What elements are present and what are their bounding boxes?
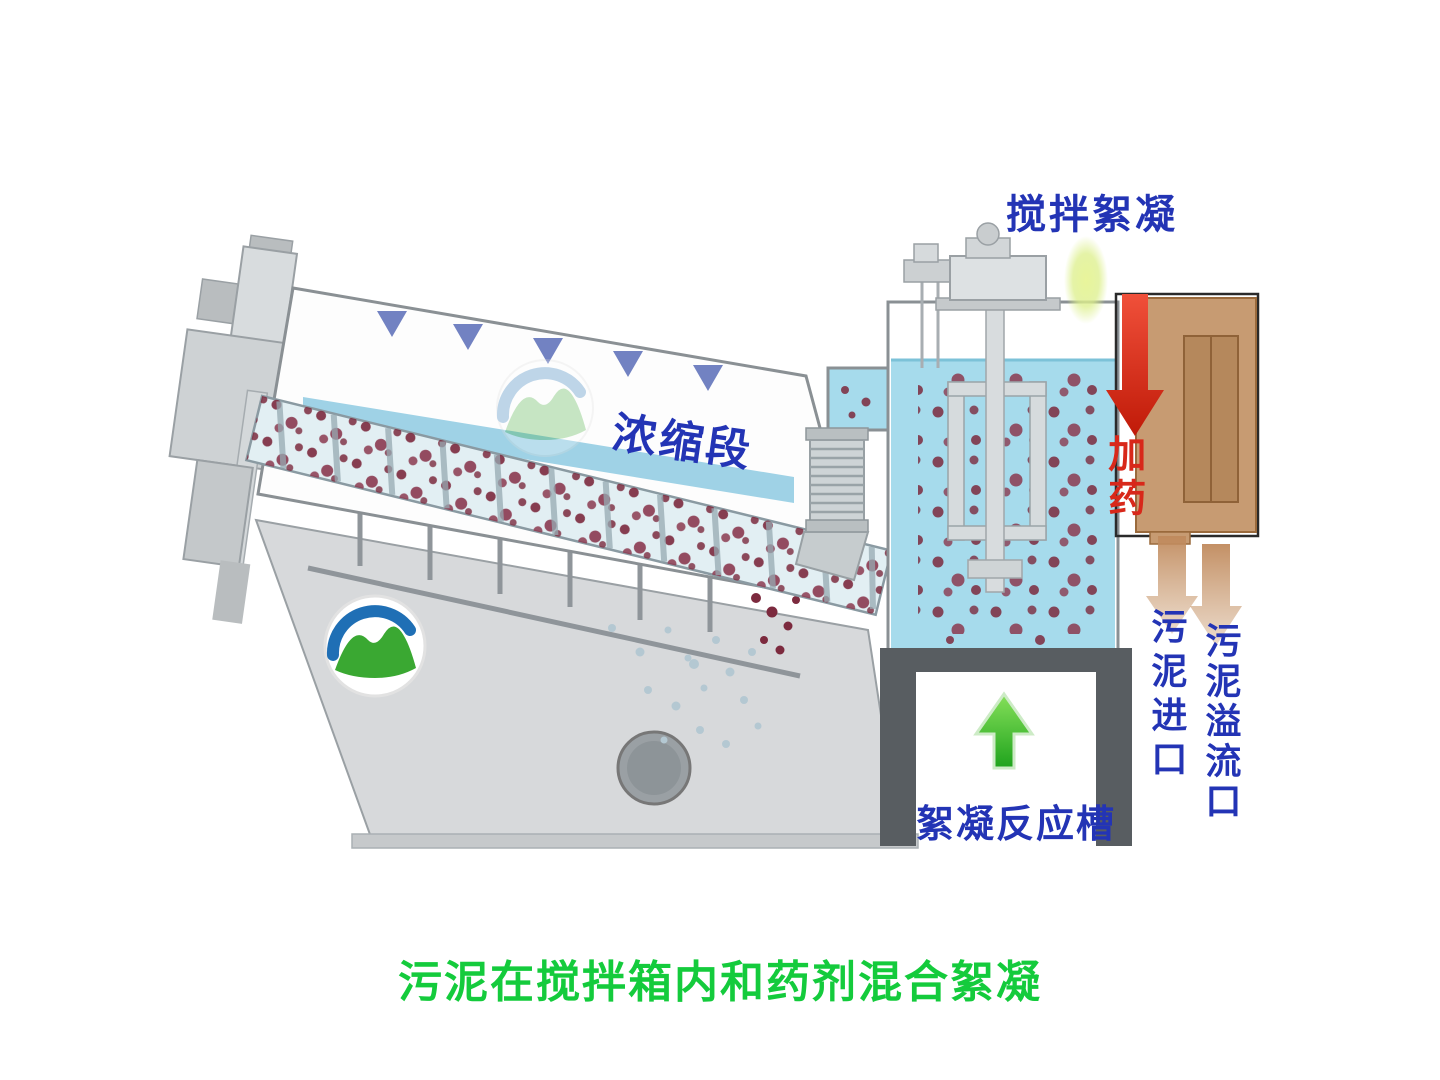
screw-press <box>168 234 919 849</box>
glow-highlight <box>1064 236 1108 324</box>
stirrer-motor <box>903 222 1061 368</box>
label-mixing-flocculation: 搅拌絮凝 <box>1006 193 1178 237</box>
stirrer-shaft <box>985 305 1005 593</box>
label-sludge-inlet: 污泥进口 <box>1146 608 1188 784</box>
press-underframe <box>307 513 801 679</box>
flex-hose <box>809 439 865 523</box>
green-up-arrow <box>973 691 1035 770</box>
label-sludge-overflow-port: 污泥溢流口 <box>1200 622 1242 822</box>
red-down-arrow <box>1106 294 1164 436</box>
mixing-tank <box>886 222 1120 652</box>
logo-mountain <box>335 626 416 678</box>
label-flocculation-reaction-tank: 絮凝反应槽 <box>916 804 1117 846</box>
company-logo <box>323 594 427 698</box>
watermark-logo <box>496 359 594 457</box>
falling-droplets <box>608 624 762 748</box>
feed-pipe <box>794 366 894 582</box>
overflow-arrow-right <box>1190 544 1242 646</box>
spray-nozzles <box>377 311 723 391</box>
tank-sludge-dots <box>918 372 1102 634</box>
discharge-sludge-dots <box>751 593 800 655</box>
tank-stand <box>880 648 1132 846</box>
logo-swoosh <box>326 605 416 661</box>
stirrer <box>947 305 1047 593</box>
filtrate-band <box>303 397 794 503</box>
press-base <box>254 518 919 849</box>
label-add-chemical: 加药 <box>1101 434 1144 522</box>
sludge-flow-arrow-left <box>1146 536 1198 634</box>
caption-subtitle: 污泥在搅拌箱内和药剂混合絮凝 <box>398 958 1042 1007</box>
dosing-unit <box>1114 292 1260 646</box>
